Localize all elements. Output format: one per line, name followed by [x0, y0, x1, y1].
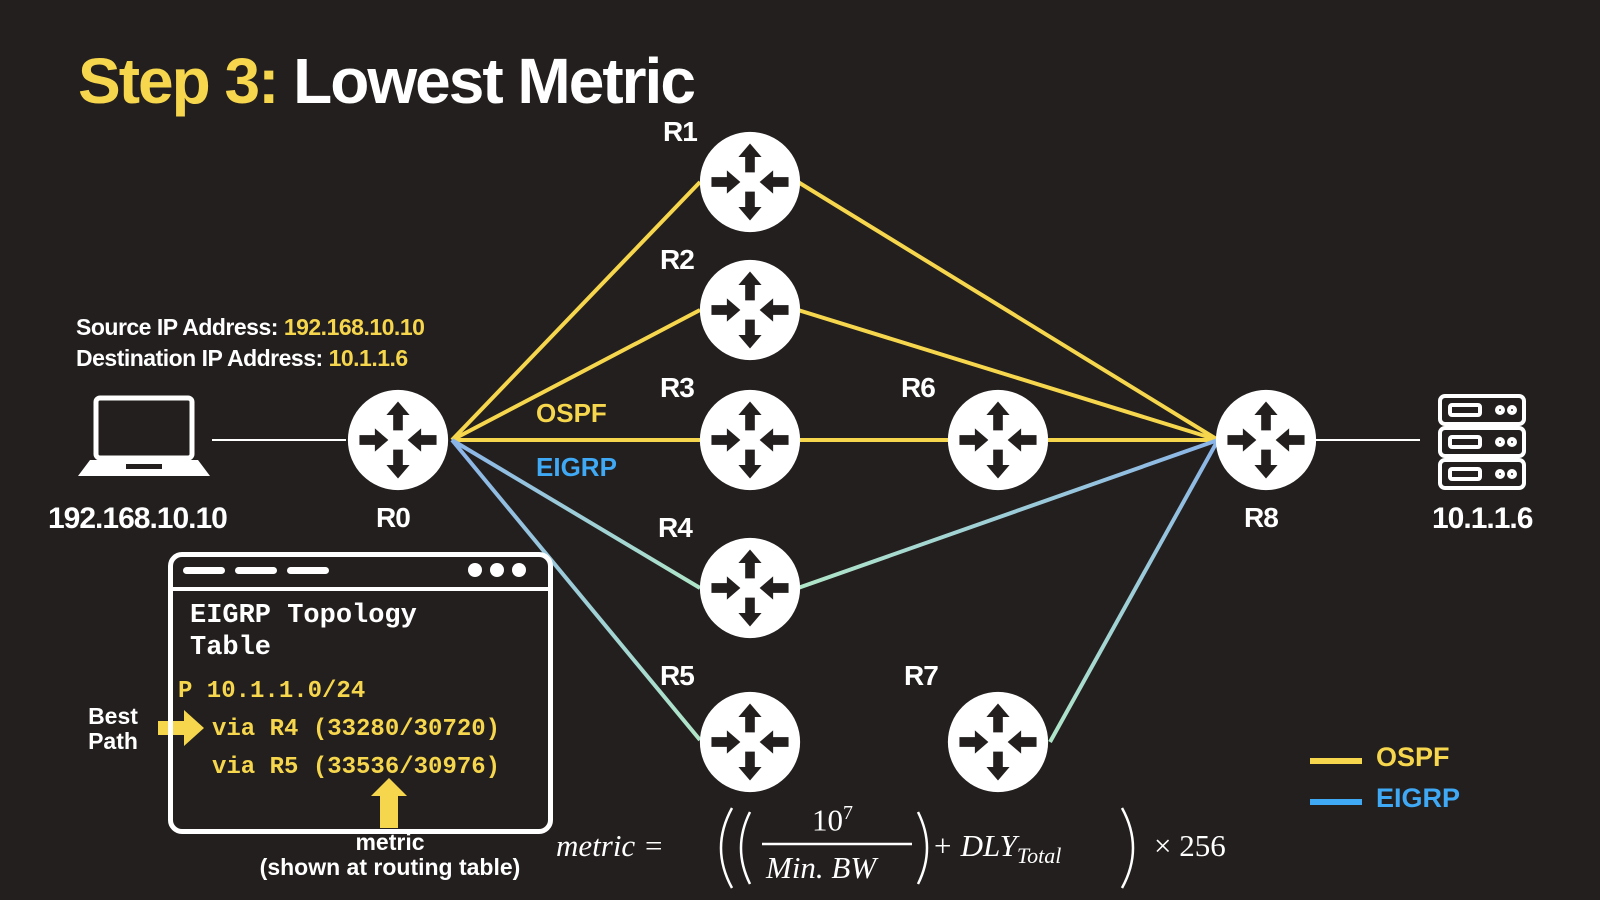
label-r0: R0 [376, 502, 411, 533]
router-r2-icon [699, 259, 801, 361]
label-r2: R2 [660, 244, 695, 275]
formula-dly: + DLY [932, 828, 1017, 863]
link-r0-r4 [450, 438, 702, 590]
eigrp-link-label: EIGRP [536, 452, 617, 482]
topology-route-r4: via R4 (33280/30720) [212, 716, 501, 743]
topology-title-line2: Table [190, 633, 272, 663]
formula-exponent: 7 [843, 802, 853, 824]
window-dot-icon [490, 563, 504, 577]
ospf-link-label: OSPF [536, 398, 607, 428]
window-dot-icon [512, 563, 526, 577]
formula-parens [719, 807, 1135, 889]
link-r4-r8 [797, 438, 1219, 590]
topology-route-r5: via R5 (33536/30976) [212, 754, 501, 781]
router-r8-icon [1215, 389, 1317, 491]
best-path-line1: Best [88, 703, 138, 729]
label-r5: R5 [660, 660, 695, 691]
legend-ospf-label: OSPF [1376, 742, 1450, 772]
formula-subscript: Total [1016, 843, 1062, 869]
topology-prefix: P 10.1.1.0/24 [178, 678, 366, 705]
router-r4-icon [699, 537, 801, 639]
window-dot-icon [468, 563, 482, 577]
best-path-arrow-icon [158, 710, 204, 746]
label-r8: R8 [1244, 502, 1279, 533]
formula-denominator: Min. BW [766, 850, 877, 885]
link-r0-r2 [451, 308, 701, 442]
link-r0-r5 [450, 438, 702, 742]
formula-numerator: 107 [812, 802, 853, 838]
destination-label: Destination IP Address: [76, 345, 323, 371]
formula-times: × 256 [1154, 828, 1226, 863]
laptop-ip-label: 192.168.10.10 [48, 502, 228, 535]
label-r1: R1 [663, 116, 698, 147]
legend-eigrp-swatch [1310, 799, 1362, 805]
source-ip: 192.168.10.10 [283, 314, 425, 340]
legend-ospf-swatch [1310, 758, 1362, 764]
topology-title-line1: EIGRP Topology [190, 601, 417, 631]
page-title: Step 3: Lowest Metric [78, 44, 696, 118]
formula-numerator-base: 10 [812, 802, 843, 838]
link-r0-r1 [450, 180, 702, 442]
topology-table-window [168, 552, 553, 834]
router-r1-icon [699, 131, 801, 233]
router-r7-icon [947, 691, 1049, 793]
destination-ip: 10.1.1.6 [328, 345, 409, 371]
metric-note: metric(shown at routing table) [232, 830, 548, 880]
label-r6: R6 [901, 372, 936, 403]
label-r3: R3 [660, 372, 695, 403]
source-info: Source IP Address: 192.168.10.10 [76, 314, 425, 341]
formula-plus-dly: + DLYTotal [932, 828, 1061, 869]
formula-lhs: metric = [556, 828, 664, 863]
best-path-line2: Path [88, 728, 138, 754]
metric-note-text: (shown at routing table) [259, 854, 521, 880]
router-r0-icon [347, 389, 449, 491]
window-titlebar [173, 557, 548, 591]
title-step: Step 3: [78, 45, 279, 117]
label-r7: R7 [904, 660, 939, 691]
link-r2-r8 [797, 308, 1219, 442]
eigrp-links [450, 438, 1220, 744]
ospf-links [450, 180, 1220, 442]
legend-eigrp-label: EIGRP [1376, 783, 1461, 813]
link-r7-r8 [1048, 439, 1220, 743]
router-r6-icon [947, 389, 1049, 491]
server-ip-label: 10.1.1.6 [1432, 502, 1533, 535]
server-icon [1438, 394, 1526, 490]
label-r4: R4 [658, 512, 693, 543]
router-r3-icon [699, 389, 801, 491]
metric-arrow-icon [371, 778, 407, 828]
metric-label: metric [355, 829, 425, 855]
router-r5-icon [699, 691, 801, 793]
destination-info: Destination IP Address: 10.1.1.6 [76, 345, 408, 372]
link-r1-r8 [796, 180, 1220, 442]
laptop-icon [78, 395, 210, 476]
title-main: Lowest Metric [293, 45, 696, 117]
source-label: Source IP Address: [76, 314, 278, 340]
